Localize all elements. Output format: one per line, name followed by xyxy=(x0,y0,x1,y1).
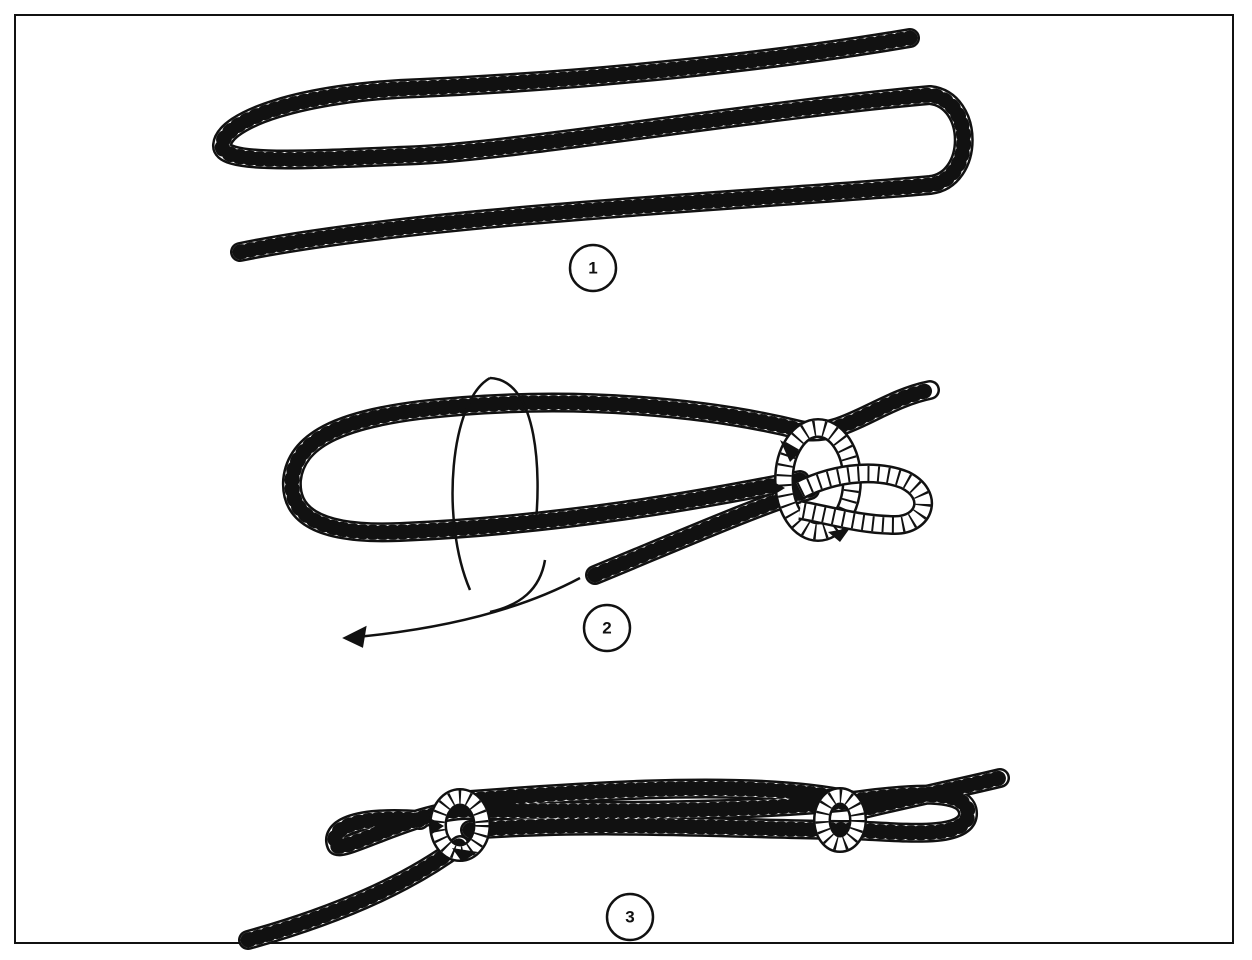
step-1-rope-bight xyxy=(222,38,964,252)
arrow-shaft xyxy=(345,578,580,638)
step-3-badge: 3 xyxy=(607,894,653,940)
step-2-number: 2 xyxy=(602,619,611,638)
arrow-head-icon xyxy=(345,628,365,646)
step-2-badge: 2 xyxy=(584,605,630,651)
step-1-number: 1 xyxy=(588,259,597,278)
step-2-knot xyxy=(770,428,923,542)
step-1-badge: 1 xyxy=(570,245,616,291)
step-3-number: 3 xyxy=(625,908,634,927)
